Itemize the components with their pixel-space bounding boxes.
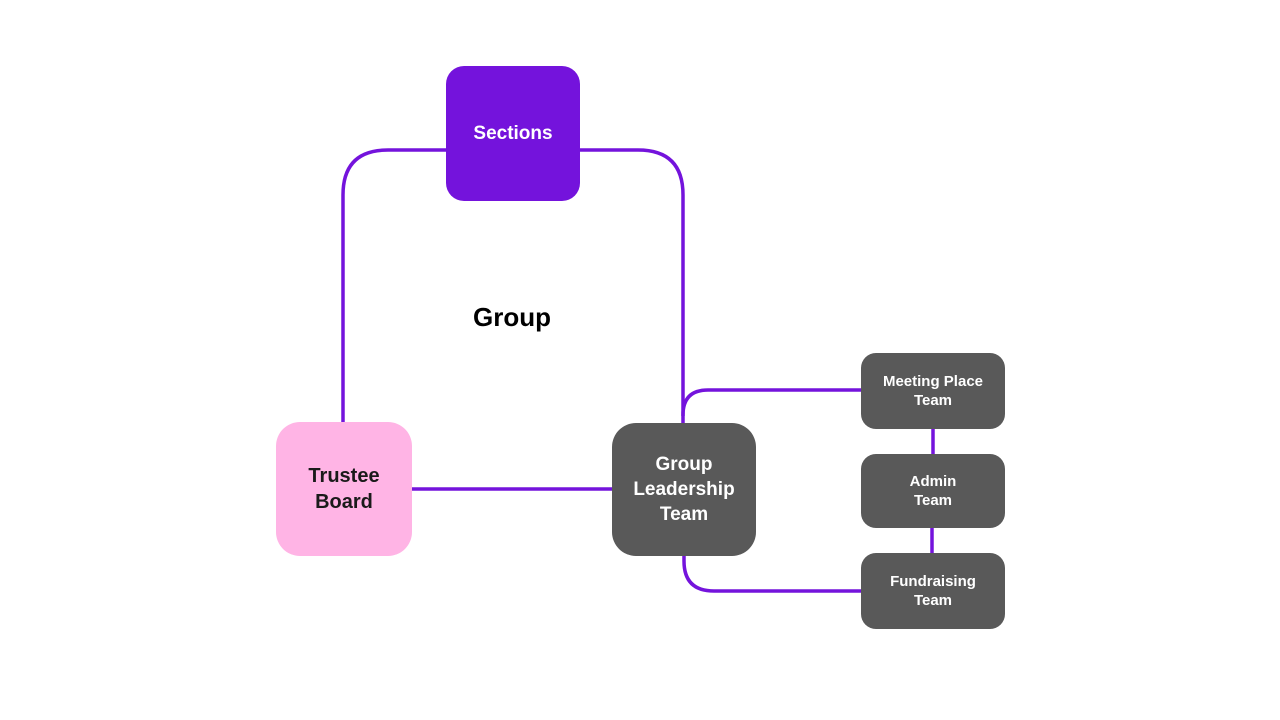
connector-group-leadership-fundraising [682,556,861,593]
node-meeting-place-team: Meeting Place Team [861,353,1005,429]
connector-sections-group-leadership [580,148,685,423]
node-sections-label: Sections [473,122,553,144]
node-sections: Sections [446,66,580,201]
node-trustee-board: Trustee Board [276,422,412,556]
node-fundraising-team-label: Fundraising Team [890,573,976,609]
node-fundraising-team: Fundraising Team [861,553,1005,629]
node-admin-team-label: Admin Team [909,473,957,509]
node-trustee-board-label: Trustee Board [308,465,380,513]
node-admin-team: Admin Team [861,454,1005,528]
node-meeting-place-team-label: Meeting Place Team [882,373,984,409]
node-group-leadership-team: Group Leadership Team [612,423,756,556]
connector-sections-trustee-board [341,148,446,422]
connector-group-leadership-meeting-place [681,388,861,416]
node-group-leadership-team-label: Group Leadership Team [633,454,735,525]
group-label: Group [473,302,551,332]
